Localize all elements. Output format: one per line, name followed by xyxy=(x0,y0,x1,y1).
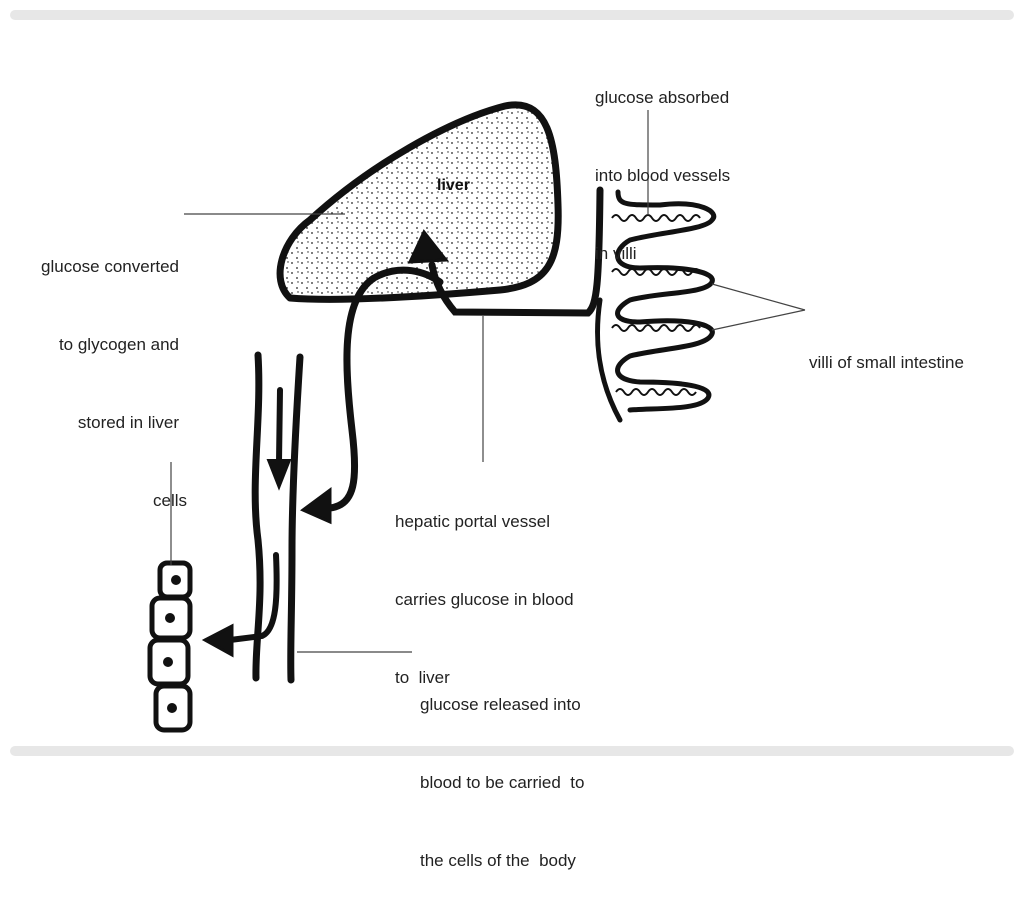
frame-bottom-bar xyxy=(10,746,1014,756)
villi-wall xyxy=(595,297,623,423)
label-line: hepatic portal vessel xyxy=(395,512,550,531)
cell-nuclei xyxy=(163,575,181,713)
label-line: in villi xyxy=(595,244,637,263)
digestion-diagram xyxy=(147,101,806,733)
label-line: the cells of the body xyxy=(420,851,576,870)
label-line: blood to be carried to xyxy=(420,773,585,792)
label-hepatic-portal: hepatic portal vessel carries glucose in… xyxy=(395,457,574,717)
label-line: into blood vessels xyxy=(595,166,731,185)
label-villi: villi of small intestine xyxy=(809,298,964,402)
label-cells: cells xyxy=(153,436,187,540)
blood-arrow xyxy=(300,487,332,525)
body-cells xyxy=(147,560,193,733)
label-line: carries glucose in blood xyxy=(395,590,574,609)
liver-to-blood-path xyxy=(326,266,444,512)
villi-blood-vessels xyxy=(611,214,701,396)
label-line: stored in liver xyxy=(77,413,179,432)
liver-arrow xyxy=(407,229,449,264)
liver-label: liver xyxy=(437,177,470,194)
down-arrow-shaft xyxy=(276,387,283,465)
to-cells-path xyxy=(227,552,280,643)
vessel-wall-left xyxy=(251,351,264,682)
label-glucose-converted: glucose converted to glycogen and stored… xyxy=(0,202,179,462)
label-line: cells xyxy=(153,491,188,510)
to-cells-arrow xyxy=(201,623,234,658)
label-line: glucose released into xyxy=(420,695,581,714)
down-arrow-head xyxy=(266,459,292,491)
leader-lines xyxy=(170,110,806,653)
label-line: to liver xyxy=(395,668,450,687)
vessel-wall-right xyxy=(287,353,304,684)
liver-shape xyxy=(276,101,562,303)
label-line: glucose absorbed xyxy=(595,88,730,107)
label-line: villi of small intestine xyxy=(809,353,964,372)
label-glucose-released: glucose released into blood to be carrie… xyxy=(420,640,584,900)
label-line: to glycogen and xyxy=(58,335,179,354)
frame-top-bar xyxy=(10,10,1014,20)
label-line: glucose converted xyxy=(41,257,179,276)
villi-outline xyxy=(615,189,717,413)
label-glucose-absorbed: glucose absorbed into blood vessels in v… xyxy=(595,33,730,293)
